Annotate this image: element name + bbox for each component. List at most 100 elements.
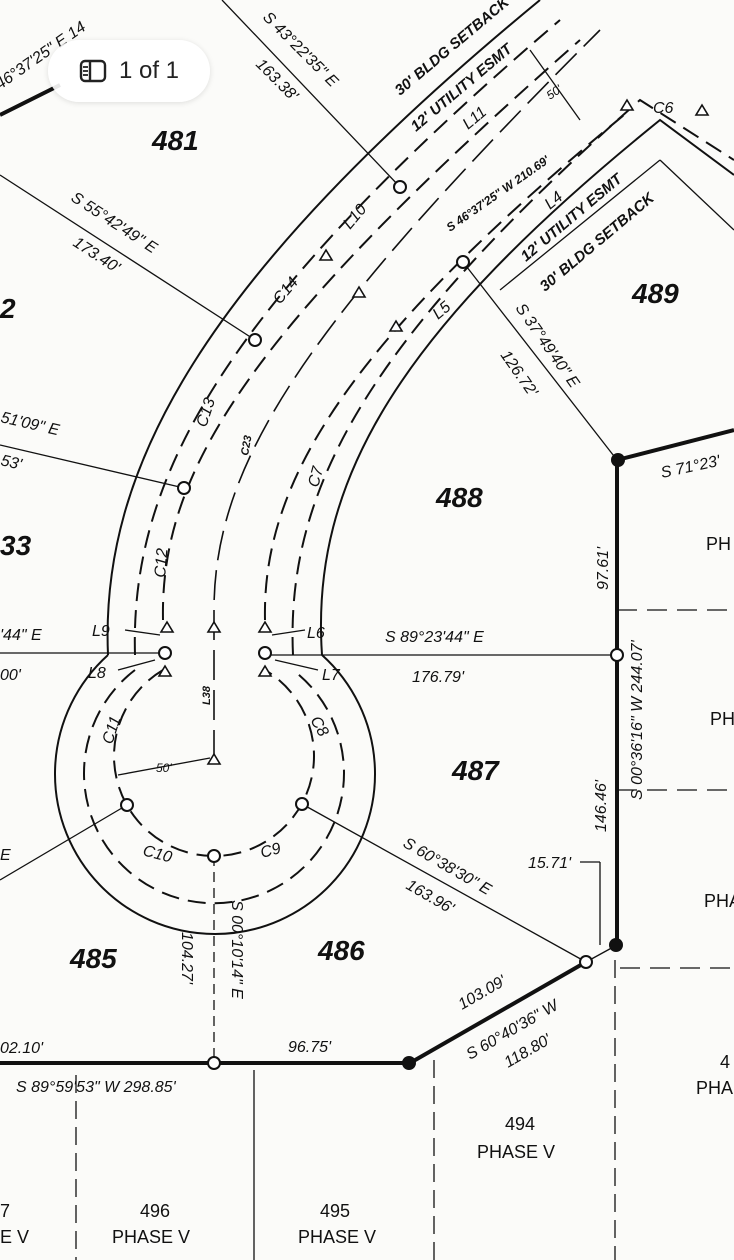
lot-497: 7	[0, 1201, 10, 1221]
survey-pin	[120, 798, 134, 812]
bearing-6: S 89°23'44" E	[385, 629, 484, 646]
bearing-11: S 00°36'16" W 244.07'	[629, 639, 646, 800]
l9-leader	[124, 629, 161, 636]
lot-481: 481	[151, 125, 199, 156]
line-l9: L9	[92, 623, 110, 640]
phase-right-4: PHA	[696, 1078, 733, 1098]
lot-496: 496	[140, 1201, 170, 1221]
curve-c11: C11	[100, 714, 125, 746]
bearing-15: S 00°10'14" E	[228, 900, 245, 999]
curve-c6: C6	[653, 100, 674, 117]
line-l8: L8	[88, 665, 106, 682]
phase-v-grid	[75, 460, 734, 1260]
line-l10: L10	[340, 201, 370, 232]
line-l6: L6	[307, 625, 325, 642]
pages-icon	[79, 59, 107, 83]
survey-pin	[207, 1056, 221, 1070]
radius-label: 50'	[156, 761, 172, 775]
lot-488: 488	[435, 482, 483, 513]
l8-leader	[117, 659, 156, 671]
distance-16: 103.09'	[456, 972, 510, 1013]
cul-de-sac-outer	[54, 654, 376, 935]
distance-1: 163.38'	[252, 56, 301, 105]
bearing-19: S 89°59'53" W 298.85'	[16, 1079, 177, 1096]
lot-483: 33	[0, 530, 32, 561]
distance-8: 126.72'	[497, 348, 541, 401]
line-l4: L4	[542, 189, 567, 214]
page-counter-text: 1 of 1	[118, 57, 180, 84]
survey-pin	[248, 333, 262, 347]
setback-dim	[529, 49, 581, 121]
line-l7: L7	[322, 667, 341, 684]
easement-note-south: 12' UTILITY ESMT	[518, 169, 627, 265]
survey-pin	[295, 797, 309, 811]
control-triangles	[157, 98, 710, 765]
road-outer-west	[106, 0, 541, 656]
lot-495: 495	[320, 1201, 350, 1221]
distance-13: 15.71'	[528, 855, 572, 872]
survey-pin	[177, 481, 191, 495]
distance-3: 173.40'	[70, 234, 124, 277]
lot-489-inner2	[499, 159, 661, 291]
curve-c23: C23	[239, 435, 254, 457]
phase-right-2: PH	[710, 709, 734, 729]
l6-leader	[271, 629, 306, 636]
curve-c13: C13	[194, 396, 219, 429]
lot-line-482-483	[0, 444, 185, 489]
phase-495: PHASE V	[298, 1227, 376, 1247]
curve-c8: C8	[307, 714, 332, 740]
survey-pin	[456, 255, 470, 269]
lot-489: 489	[631, 278, 679, 309]
easement-east	[291, 98, 734, 656]
lot-486: 486	[317, 935, 365, 966]
nw-boundary	[0, 83, 61, 117]
bearing-7: S 46°37'25" W 210.69'	[444, 152, 553, 234]
line-l11: L11	[460, 104, 490, 133]
row-west	[161, 39, 581, 621]
lot-line-481-top	[221, 0, 401, 188]
radius-dim	[117, 757, 211, 776]
line-l38: L38	[201, 685, 213, 705]
distance-15: 104.27'	[178, 932, 195, 985]
lot-482: 2	[0, 293, 16, 324]
phase-right-1: PH	[706, 534, 731, 554]
boundary-489-south	[616, 428, 734, 462]
distance-14: 163.96'	[403, 877, 457, 918]
lot-line-481-482	[0, 174, 256, 341]
phase-right-3: PHA	[704, 891, 734, 911]
cul-de-sac-easement	[83, 669, 345, 905]
survey-pin	[158, 646, 172, 660]
l7-leader	[274, 659, 319, 671]
lot-line-487-486	[301, 803, 587, 963]
bearing-9: S 71°23'	[659, 453, 722, 482]
curve-c10: C10	[141, 842, 174, 866]
phase-497: E V	[0, 1227, 29, 1247]
survey-pin	[207, 849, 221, 863]
curve-c12: C12	[152, 548, 172, 579]
lot-487: 487	[451, 755, 500, 786]
page-counter-badge[interactable]: 1 of 1	[48, 40, 210, 102]
monument	[611, 453, 625, 467]
bearing-5: '44" E	[0, 627, 42, 644]
distance-10: 97.61'	[595, 546, 612, 590]
distance-18: 96.75'	[288, 1039, 332, 1056]
monument	[402, 1056, 416, 1070]
survey-pin	[258, 646, 272, 660]
row-east	[263, 109, 631, 621]
lot-494: 494	[505, 1114, 535, 1134]
distance-5: 00'	[0, 667, 22, 684]
lot-line-485-484	[0, 804, 128, 881]
curve-c9: C9	[259, 840, 283, 862]
bearing-4: 51'09" E	[0, 409, 61, 439]
lot-485: 485	[69, 943, 117, 974]
south-boundary-diag	[409, 960, 587, 1065]
lot-4: 4	[720, 1052, 730, 1072]
survey-pin	[393, 180, 407, 194]
lot-line-489-488	[462, 261, 618, 461]
distance-6: 176.79'	[412, 669, 465, 686]
distance-4: 53'	[0, 452, 24, 473]
phase-496: PHASE V	[112, 1227, 190, 1247]
road-centerline	[213, 29, 601, 760]
